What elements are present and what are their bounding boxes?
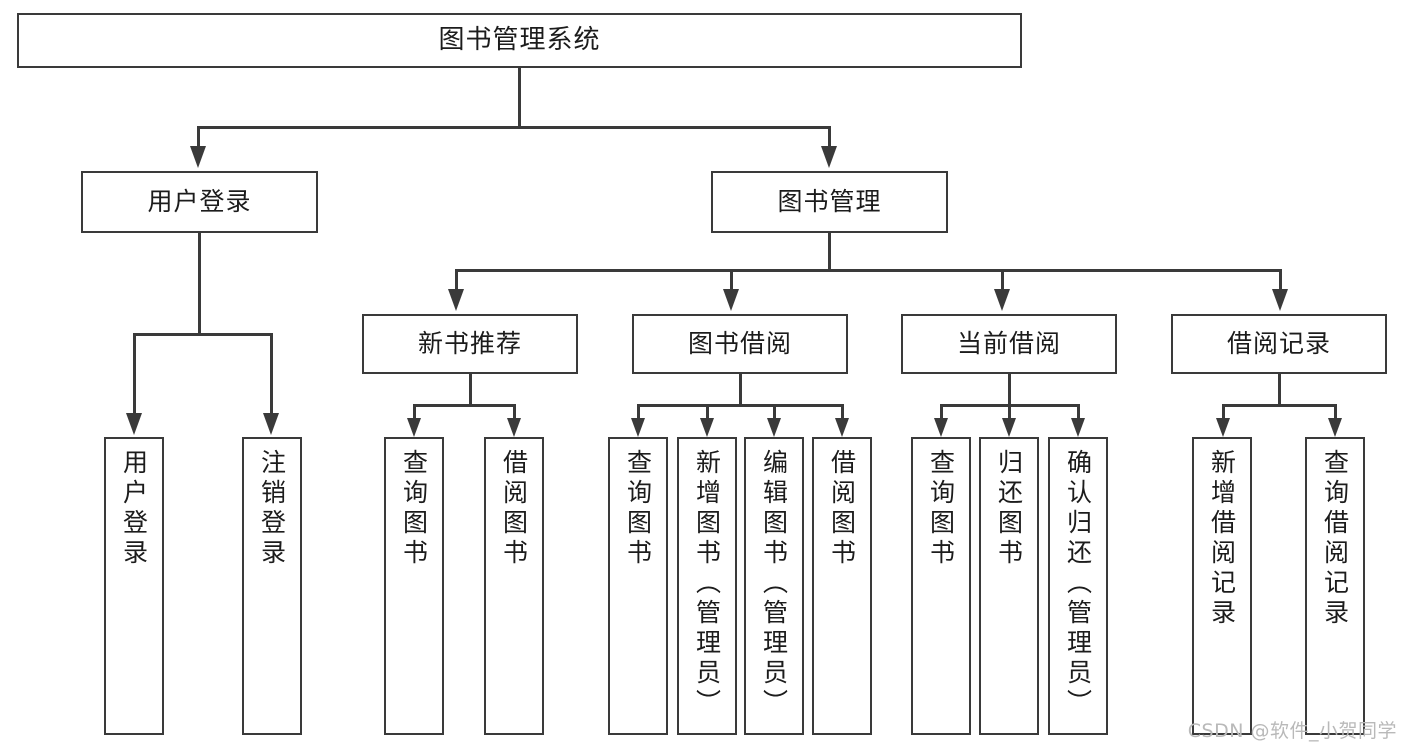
arrow-to-leaf-query-book-1: [407, 418, 421, 437]
node-label: 图书管理: [777, 187, 882, 217]
connector-book-borrow-drop-2: [706, 404, 709, 420]
node-label: 归还图书: [994, 449, 1024, 569]
connector-new-book-drop-1: [413, 404, 416, 420]
connector-level3-drop-4: [1279, 269, 1282, 291]
arrow-to-leaf-query-record: [1328, 418, 1342, 437]
connector-new-book-bus: [413, 404, 515, 407]
arrow-to-leaf-query-book-2: [631, 418, 645, 437]
connector-level2-drop-1: [197, 126, 200, 148]
connector-level2-bus: [197, 126, 831, 129]
leaf-borrow-book[interactable]: 借阅图书: [812, 437, 872, 735]
node-label: 用户登录: [119, 449, 149, 569]
connector-current-borrow-stem: [1008, 374, 1011, 406]
leaf-return-book[interactable]: 归还图书: [979, 437, 1039, 735]
node-label: 查询图书: [399, 449, 429, 569]
node-label: 借阅记录: [1226, 329, 1331, 359]
leaf-edit-book-admin[interactable]: 编辑图书（管理员）: [744, 437, 804, 735]
connector-borrow-record-stem: [1278, 374, 1281, 406]
connector-user-login-stem: [198, 233, 201, 335]
connector-borrow-record-drop-2: [1334, 404, 1337, 420]
node-new-book-recommend[interactable]: 新书推荐: [362, 314, 578, 374]
arrow-to-leaf-edit-book: [767, 418, 781, 437]
node-label: 借阅图书: [827, 449, 857, 569]
leaf-query-book-borrow[interactable]: 查询图书: [608, 437, 668, 735]
arrow-to-leaf-user-login: [126, 413, 142, 435]
node-label: 注销登录: [257, 449, 287, 569]
arrow-to-borrow-record: [1272, 289, 1288, 311]
leaf-confirm-return-admin[interactable]: 确认归还（管理员）: [1048, 437, 1108, 735]
connector-new-book-drop-2: [513, 404, 516, 420]
connector-root-stem: [518, 68, 521, 128]
node-label: 当前借阅: [956, 329, 1061, 359]
node-label: 编辑图书（管理员）: [759, 449, 789, 719]
connector-user-login-drop-1: [133, 333, 136, 415]
connector-level3-drop-1: [455, 269, 458, 291]
connector-new-book-stem: [469, 374, 472, 406]
connector-borrow-record-drop-1: [1222, 404, 1225, 420]
arrow-to-new-book-recommend: [448, 289, 464, 311]
arrow-to-leaf-return-book: [1002, 418, 1016, 437]
arrow-to-leaf-query-book-3: [934, 418, 948, 437]
connector-level2-drop-2: [828, 126, 831, 148]
node-label: 借阅图书: [499, 449, 529, 569]
node-label: 用户登录: [147, 187, 252, 217]
connector-current-borrow-drop-2: [1008, 404, 1011, 420]
node-borrow-record[interactable]: 借阅记录: [1171, 314, 1387, 374]
arrow-to-leaf-logout: [263, 413, 279, 435]
arrow-to-current-borrow: [994, 289, 1010, 311]
arrow-to-leaf-add-record: [1216, 418, 1230, 437]
node-label: 新增借阅记录: [1207, 449, 1237, 629]
connector-user-login-drop-2: [270, 333, 273, 415]
leaf-logout[interactable]: 注销登录: [242, 437, 302, 735]
node-label: 新书推荐: [417, 329, 522, 359]
arrow-to-leaf-borrow-book-2: [835, 418, 849, 437]
connector-book-management-stem: [828, 233, 831, 271]
leaf-add-borrow-record[interactable]: 新增借阅记录: [1192, 437, 1252, 735]
arrow-to-book-borrow: [723, 289, 739, 311]
connector-level3-drop-2: [730, 269, 733, 291]
leaf-user-login[interactable]: 用户登录: [104, 437, 164, 735]
node-current-borrow[interactable]: 当前借阅: [901, 314, 1117, 374]
arrow-to-leaf-borrow-book-1: [507, 418, 521, 437]
node-label: 新增图书（管理员）: [692, 449, 722, 719]
leaf-query-borrow-record[interactable]: 查询借阅记录: [1305, 437, 1365, 735]
node-book-management[interactable]: 图书管理: [711, 171, 948, 233]
connector-current-borrow-drop-3: [1077, 404, 1080, 420]
node-label: 确认归还（管理员）: [1063, 449, 1093, 719]
node-book-borrow[interactable]: 图书借阅: [632, 314, 848, 374]
connector-book-borrow-drop-1: [637, 404, 640, 420]
connector-level3-drop-3: [1001, 269, 1004, 291]
connector-current-borrow-drop-1: [940, 404, 943, 420]
node-label: 查询图书: [623, 449, 653, 569]
leaf-add-book-admin[interactable]: 新增图书（管理员）: [677, 437, 737, 735]
leaf-borrow-book-new[interactable]: 借阅图书: [484, 437, 544, 735]
node-label: 图书管理系统: [438, 25, 601, 56]
node-root-book-management-system[interactable]: 图书管理系统: [17, 13, 1022, 68]
leaf-query-book-new[interactable]: 查询图书: [384, 437, 444, 735]
leaf-query-book-current[interactable]: 查询图书: [911, 437, 971, 735]
node-label: 查询借阅记录: [1320, 449, 1350, 629]
node-label: 图书借阅: [687, 329, 792, 359]
connector-book-borrow-bus: [637, 404, 843, 407]
connector-book-borrow-stem: [739, 374, 742, 406]
arrow-to-leaf-confirm-return: [1071, 418, 1085, 437]
arrow-to-book-management: [821, 146, 837, 168]
node-user-login[interactable]: 用户登录: [81, 171, 318, 233]
connector-user-login-bus: [133, 333, 272, 336]
arrow-to-user-login: [190, 146, 206, 168]
arrow-to-leaf-add-book: [700, 418, 714, 437]
connector-book-borrow-drop-4: [841, 404, 844, 420]
connector-book-borrow-drop-3: [773, 404, 776, 420]
connector-borrow-record-bus: [1222, 404, 1336, 407]
connector-level3-bus: [455, 269, 1281, 272]
node-label: 查询图书: [926, 449, 956, 569]
